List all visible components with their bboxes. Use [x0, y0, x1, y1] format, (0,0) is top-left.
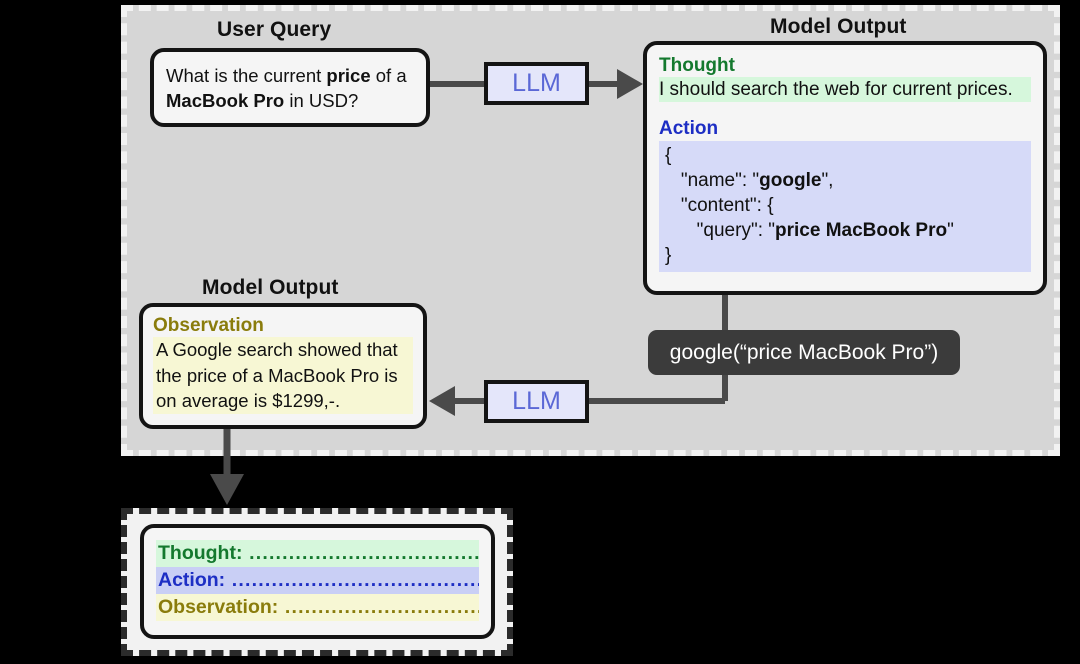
- title-model-output-action: Model Output: [770, 15, 907, 38]
- model-output-card: Thought I should search the web for curr…: [643, 41, 1047, 295]
- user-query-card: What is the current price of a MacBook P…: [150, 48, 430, 127]
- llm-top-label: LLM: [512, 69, 561, 97]
- summary-action-dots: ........................................…: [231, 569, 479, 591]
- query-line1-pre: What is the current: [166, 64, 327, 86]
- observation-text: A Google search showed that the price of…: [153, 337, 413, 414]
- summary-line-thought: Thought: ...............................…: [156, 540, 479, 567]
- json-name-tail: ",: [821, 170, 834, 191]
- summary-action-label: Action:: [158, 569, 226, 591]
- query-line2-post: in USD?: [284, 89, 359, 111]
- thought-label: Thought: [659, 55, 735, 76]
- json-name-line: "name": "google",: [665, 168, 1025, 193]
- query-line2-bold: MacBook Pro: [166, 89, 285, 111]
- thought-text: I should search the web for current pric…: [659, 77, 1031, 102]
- json-query-value: price MacBook Pro: [775, 220, 948, 241]
- summary-line-action: Action: ................................…: [156, 567, 479, 594]
- json-query-line: "query": "price MacBook Pro": [665, 218, 1025, 243]
- react-summary-card: Thought: ...............................…: [140, 524, 495, 639]
- json-query-tail: ": [947, 220, 954, 241]
- spacer: [659, 102, 1031, 118]
- llm-box-top[interactable]: LLM: [484, 62, 589, 105]
- tool-call-pill: google(“price MacBook Pro”): [648, 330, 960, 375]
- llm-bottom-label: LLM: [512, 387, 561, 415]
- summary-thought-dots: ........................................…: [249, 542, 479, 564]
- query-line1-bold: price: [326, 64, 371, 86]
- action-label: Action: [659, 118, 719, 139]
- observation-label: Observation: [153, 315, 264, 336]
- title-model-output-observation: Model Output: [202, 276, 339, 299]
- summary-observation-dots: .................................: [284, 596, 479, 618]
- tool-call-label: google(“price MacBook Pro”): [669, 340, 939, 364]
- json-name-key: "name": ": [665, 170, 760, 191]
- json-open-brace: {: [665, 145, 672, 166]
- action-json-block: { "name": "google", "content": { "query"…: [659, 141, 1031, 272]
- llm-box-bottom[interactable]: LLM: [484, 380, 589, 423]
- summary-line-observation: Observation: ...........................…: [156, 594, 479, 621]
- json-close-brace: }: [665, 245, 672, 266]
- summary-observation-label: Observation:: [158, 596, 279, 618]
- json-name-value: google: [759, 170, 822, 191]
- json-content-line: "content": {: [665, 195, 774, 216]
- query-line1-post: of a: [370, 64, 407, 86]
- json-query-key: "query": ": [665, 220, 775, 241]
- user-query-text: What is the current price of a MacBook P…: [166, 63, 407, 113]
- summary-thought-label: Thought:: [158, 542, 243, 564]
- observation-card: Observation A Google search showed that …: [139, 303, 427, 429]
- title-user-query: User Query: [217, 18, 332, 41]
